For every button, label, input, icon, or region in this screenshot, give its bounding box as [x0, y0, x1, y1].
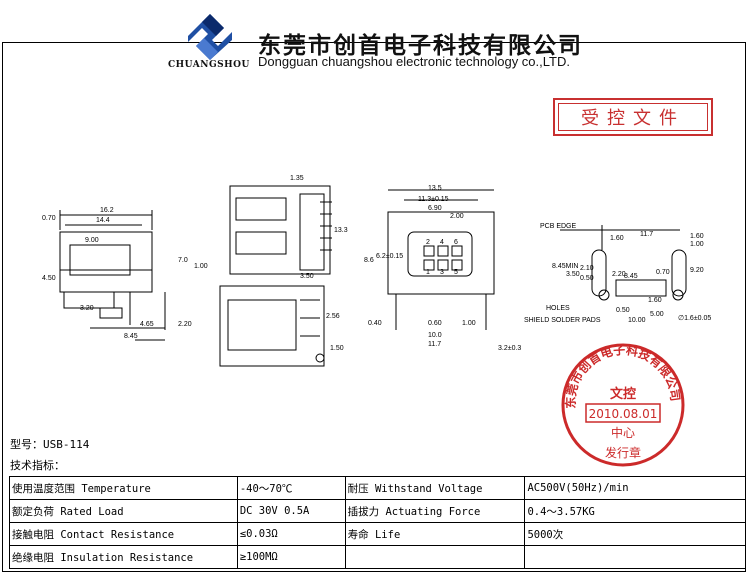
dim-9-00: 9.00 [85, 237, 99, 244]
pcb-8-45min: 8.45MIN [552, 263, 578, 270]
pin-5: 5 [454, 269, 458, 276]
company-name-en: Dongguan chuangshou electronic technolog… [258, 54, 570, 69]
table-row: 接触电阻 Contact Resistance ≤0.03Ω 寿命 Life 5… [9, 522, 746, 546]
spec-cell: 0.4～3.57KG [524, 499, 746, 523]
pcb-5-00: 5.00 [650, 311, 664, 318]
dim-2-20: 2.20 [178, 321, 192, 328]
pcb-1-00: 1.00 [690, 241, 704, 248]
pcb-hole-dia: ∅1.6±0.05 [678, 315, 711, 322]
model-number: 型号：USB-114 [10, 438, 90, 451]
spec-table: 使用温度范围 Temperature -40～70℃ 耐压 Withstand … [9, 476, 746, 569]
pcb-1-60-b: 1.60 [610, 235, 624, 242]
table-row: 使用温度范围 Temperature -40～70℃ 耐压 Withstand … [9, 476, 746, 500]
pin-1: 1 [426, 269, 430, 276]
dim-1-50: 1.50 [330, 345, 344, 352]
pcb-10-00: 10.00 [628, 317, 646, 324]
pcb-1-60-c: 1.60 [648, 297, 662, 304]
seal-center-top: 文控 [610, 386, 636, 402]
seal-center-bottom: 中心 [611, 425, 635, 440]
seal-bottom-text: 发行章 [605, 445, 641, 460]
table-row: 绝缘电阻 Insulation Resistance ≥100MΩ [9, 545, 746, 569]
dim-7-0: 7.0 [178, 257, 188, 264]
spec-cell: ≤0.03Ω [236, 522, 346, 546]
side-view [219, 185, 332, 367]
pcb-0-50-b: 0.50 [616, 307, 630, 314]
dim-8-45: 8.45 [124, 333, 138, 340]
spec-cell: ≥100MΩ [236, 545, 346, 569]
dim-2-56: 2.56 [326, 313, 340, 320]
spec-cell: 绝缘电阻 Insulation Resistance [9, 545, 238, 569]
table-row: 额定负荷 Rated Load DC 30V 0.5A 插拔力 Actuatin… [9, 499, 746, 523]
company-seal-stamp: 东莞市创首电子科技有限公司 文控 2010.08.01 中心 发行章 [561, 342, 685, 467]
pcb-layout [560, 225, 687, 301]
dim-3-20: 3.20 [80, 305, 94, 312]
dim-4-65: 4.65 [140, 321, 154, 328]
pcb-holes-label: HOLES [546, 305, 570, 312]
controlled-document-label: 受控文件 [558, 103, 708, 131]
dim-6-2: 6.2±0.15 [376, 253, 403, 260]
spec-cell: -40～70℃ [236, 476, 346, 500]
plug-view [387, 189, 495, 330]
dim-13-5: 13.5 [428, 185, 442, 192]
dim-0-70: 0.70 [42, 215, 56, 222]
pin-2: 2 [426, 239, 430, 246]
spec-cell: 接触电阻 Contact Resistance [9, 522, 238, 546]
dim-14-4: 14.4 [96, 217, 110, 224]
specs-heading: 技术指标： [10, 459, 65, 472]
dim-0-60: 0.60 [428, 320, 442, 327]
spec-cell: 耐压 Withstand Voltage [344, 476, 526, 500]
spec-cell: 插拔力 Actuating Force [344, 499, 526, 523]
dim-11-3: 11.3±0.15 [418, 196, 449, 203]
dim-16-2: 16.2 [100, 207, 114, 214]
pcb-0-70: 0.70 [656, 269, 670, 276]
dim-11-7: 11.7 [428, 341, 441, 348]
technical-drawing: 16.2 14.4 9.00 0.70 4.50 7.0 1.00 3.20 2… [42, 175, 711, 367]
pcb-shield-pads-label: SHIELD SOLDER PADS [524, 317, 601, 324]
pcb-2-10: 2.10 [580, 265, 594, 272]
dim-3-2: 3.2±0.3 [498, 345, 521, 352]
seal-date: 2010.08.01 [589, 407, 658, 421]
chuangshou-logo-icon [188, 14, 232, 60]
pcb-2-20: 2.20 [612, 271, 626, 278]
dim-4-50: 4.50 [42, 275, 56, 282]
dim-1-35: 1.35 [290, 175, 304, 182]
pin-3: 3 [440, 269, 444, 276]
pcb-edge-label: PCB EDGE [540, 223, 577, 230]
pcb-0-50: 0.50 [580, 275, 594, 282]
dim-10-0: 10.0 [428, 332, 442, 339]
spec-cell: AC500V(50Hz)/min [524, 476, 746, 500]
spec-cell: 5000次 [524, 522, 746, 546]
dim-1-00: 1.00 [194, 263, 208, 270]
controlled-document-stamp: 受控文件 [553, 98, 713, 136]
spec-cell [344, 545, 526, 569]
company-name-cn: 东莞市创首电子科技有限公司 [258, 33, 583, 59]
dim-6-90: 6.90 [428, 205, 442, 212]
pin-6: 6 [454, 239, 458, 246]
pcb-1-60: 1.60 [690, 233, 704, 240]
pin-4: 4 [440, 239, 444, 246]
spec-cell [524, 545, 746, 569]
spec-cell: DC 30V 0.5A [236, 499, 346, 523]
document-frame [2, 42, 746, 572]
dim-8-6: 8.6 [364, 257, 374, 264]
spec-cell: 使用温度范围 Temperature [9, 476, 238, 500]
pcb-3-50: 3.50 [566, 271, 580, 278]
spec-cell: 额定负荷 Rated Load [9, 499, 238, 523]
dim-1-00-b: 1.00 [462, 320, 476, 327]
pcb-9-20: 9.20 [690, 267, 704, 274]
front-view [59, 210, 166, 341]
dim-13-3: 13.3 [334, 227, 348, 234]
dim-0-40: 0.40 [368, 320, 382, 327]
logo-text: CHUANGSHOU [168, 60, 250, 70]
dim-3-50: 3.50 [300, 273, 314, 280]
dim-2-00: 2.00 [450, 213, 464, 220]
pcb-11-7: 11.7 [640, 231, 653, 238]
spec-cell: 寿命 Life [344, 522, 526, 546]
pcb-8-45: 8.45 [624, 273, 638, 280]
